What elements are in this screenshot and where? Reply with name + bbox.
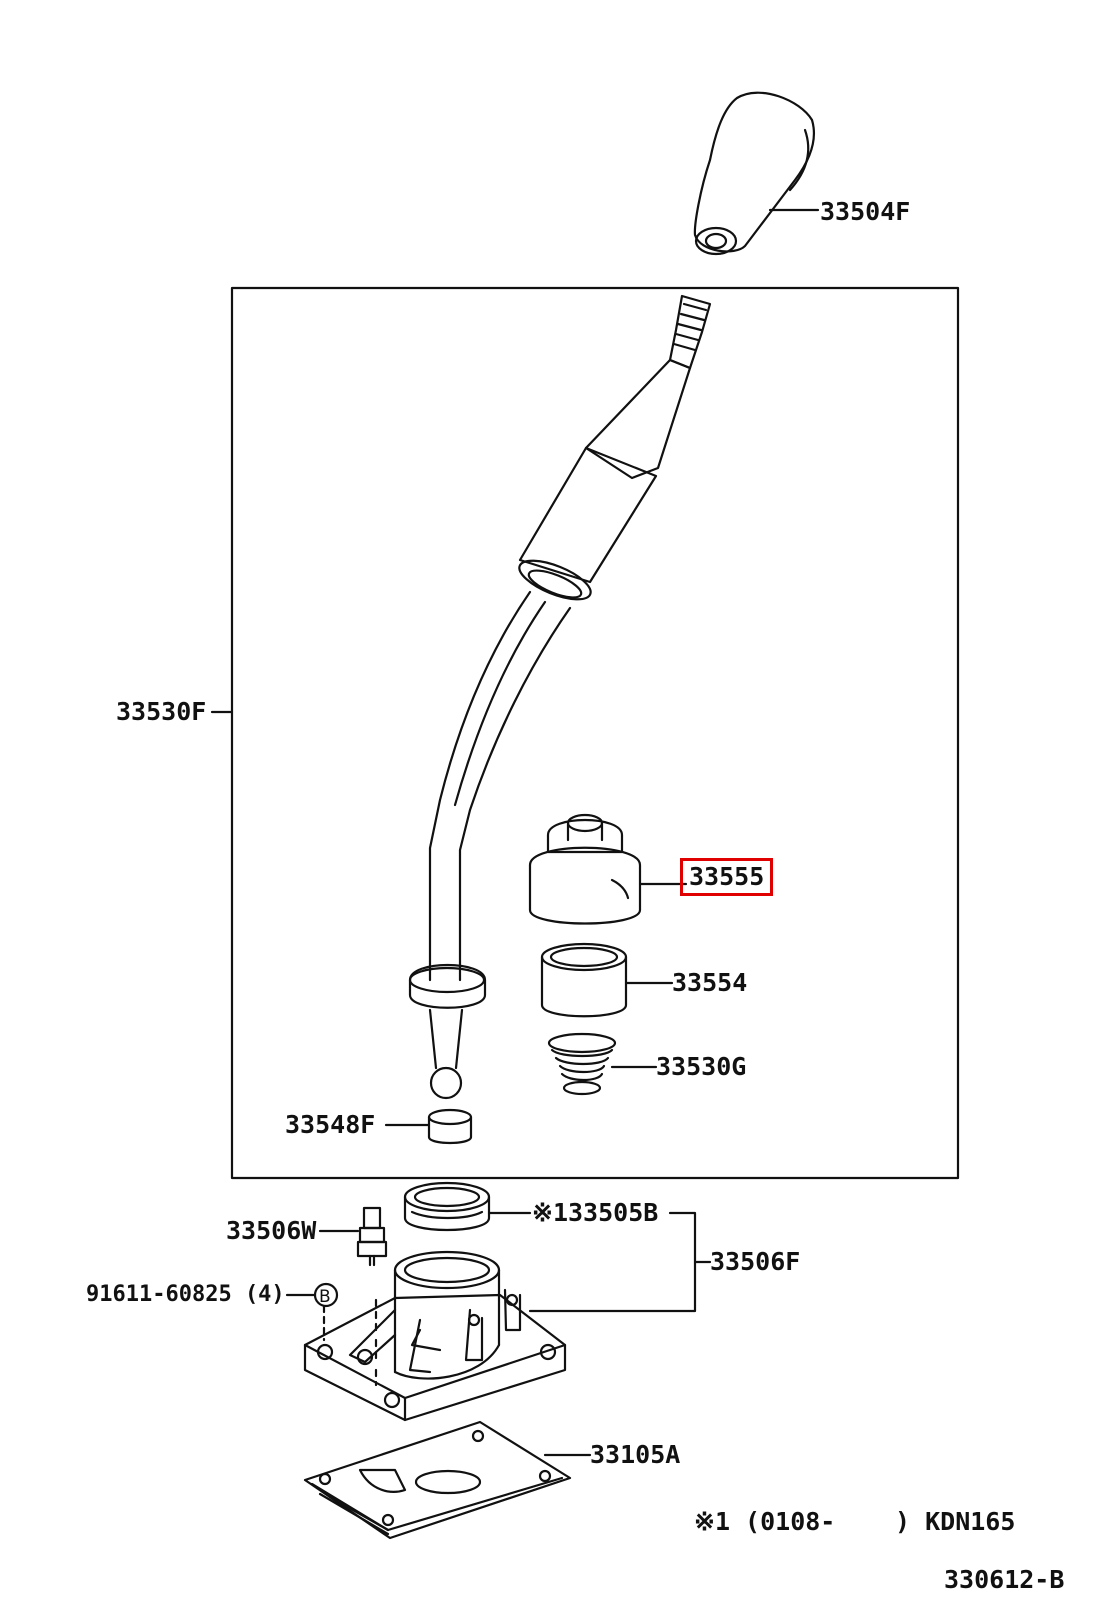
figure-code: 330612-B	[944, 1565, 1065, 1594]
label-33505B: ※133505B	[532, 1198, 659, 1227]
footnote-prefix: ※1 (0108-	[694, 1507, 836, 1536]
bracket-housing-assy	[528, 1211, 697, 1313]
boot-33555	[528, 813, 642, 925]
label-91611-60825: 91611-60825 (4)	[86, 1282, 285, 1307]
label-33554: 33554	[672, 968, 748, 997]
shift-lever	[408, 294, 712, 1100]
footnote-suffix: ) KDN165	[895, 1507, 1016, 1536]
label-33548F: 33548F	[285, 1110, 376, 1139]
label-33506W: 33506W	[226, 1216, 317, 1245]
shift-knob	[693, 91, 816, 256]
label-33506F: 33506F	[710, 1247, 801, 1276]
bushing-33554	[540, 942, 628, 1018]
label-33555-highlighted[interactable]: 33555	[680, 858, 774, 896]
label-33530F: 33530F	[116, 697, 207, 726]
callout-b-letter: B	[319, 1287, 331, 1307]
label-33530G: 33530G	[656, 1052, 747, 1081]
lever-assy-frame	[230, 286, 960, 1180]
label-33504F: 33504F	[820, 197, 911, 226]
label-33105A: 33105A	[590, 1440, 681, 1469]
shift-housing	[303, 1250, 567, 1422]
gasket-33105A	[303, 1420, 572, 1540]
seal-ring-33505B	[403, 1181, 491, 1232]
spring-33530G	[547, 1032, 617, 1096]
ball-seat-33548F	[427, 1108, 473, 1145]
